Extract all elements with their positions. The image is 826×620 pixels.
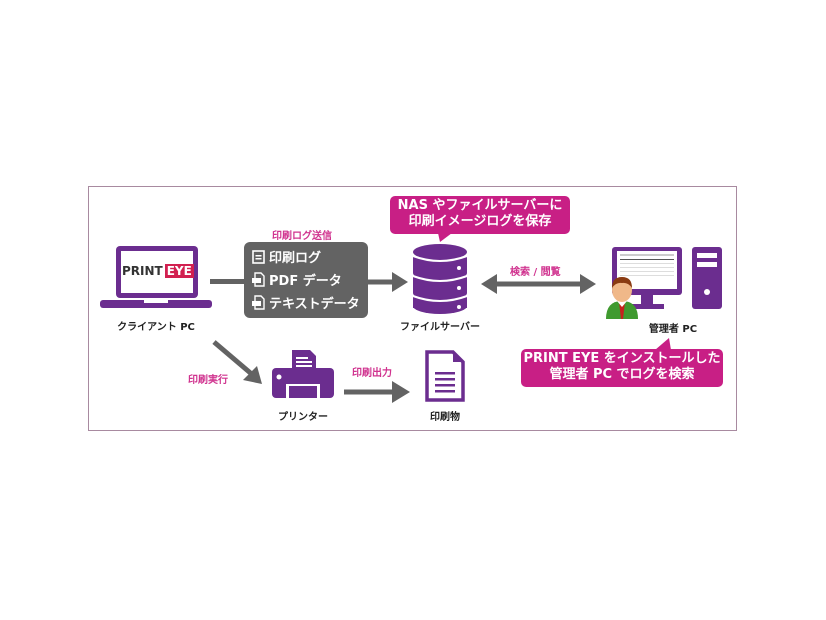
print-exec-label: 印刷実行 [188, 375, 228, 386]
arrow-to-printout [344, 381, 410, 403]
log-item-label: テキストデータ [269, 297, 360, 312]
bidirectional-arrow [481, 274, 596, 294]
search-view-label: 検索 / 閲覧 [510, 267, 561, 278]
logo-eye-text: EYE [164, 264, 194, 278]
log-item-print-log: 印刷ログ [252, 247, 321, 266]
log-item-label: 印刷ログ [269, 251, 322, 266]
connector-line [210, 279, 246, 284]
admin-callout: PRINT EYE をインストールした 管理者 PC でログを検索 [521, 349, 723, 387]
admin-pc-icon [612, 247, 722, 309]
log-item-text: テキストデータ [252, 293, 360, 312]
pdf-file-icon [252, 272, 265, 287]
diagram-frame [88, 186, 737, 431]
admin-pc-label: 管理者 PC [648, 324, 698, 335]
laptop-icon [100, 246, 212, 308]
document-list-icon [252, 249, 265, 264]
log-item-pdf: PDF データ [252, 270, 342, 289]
print-output-label: 印刷出力 [352, 368, 392, 379]
send-log-label: 印刷ログ送信 [272, 231, 332, 242]
callout-pointer [438, 233, 452, 242]
callout-pointer [655, 338, 671, 350]
log-item-label: PDF データ [269, 274, 342, 289]
file-server-label: ファイルサーバー [400, 322, 480, 333]
callout-line-2: 管理者 PC でログを検索 [549, 367, 695, 382]
printer-label: プリンター [278, 412, 328, 423]
storage-callout: NAS やファイルサーバーに 印刷イメージログを保存 [390, 196, 570, 234]
print-eye-logo: PRINT EYE [122, 264, 194, 278]
arrow-to-server [368, 272, 408, 292]
printout-label: 印刷物 [430, 412, 460, 423]
printer-icon [272, 350, 334, 398]
log-data-box: 印刷ログ PDF データ テキストデータ [244, 242, 368, 318]
logo-print-text: PRINT [122, 264, 163, 278]
client-pc-label: クライアント PC [117, 322, 195, 333]
printed-document-icon [425, 350, 465, 402]
arrow-to-printer [212, 340, 262, 384]
callout-line-2: 印刷イメージログを保存 [408, 214, 552, 229]
database-server-icon [412, 244, 468, 314]
callout-line-1: NAS やファイルサーバーに [397, 198, 563, 213]
callout-line-1: PRINT EYE をインストールした [523, 351, 721, 366]
text-file-icon [252, 295, 265, 310]
admin-user-avatar-icon [606, 277, 638, 319]
